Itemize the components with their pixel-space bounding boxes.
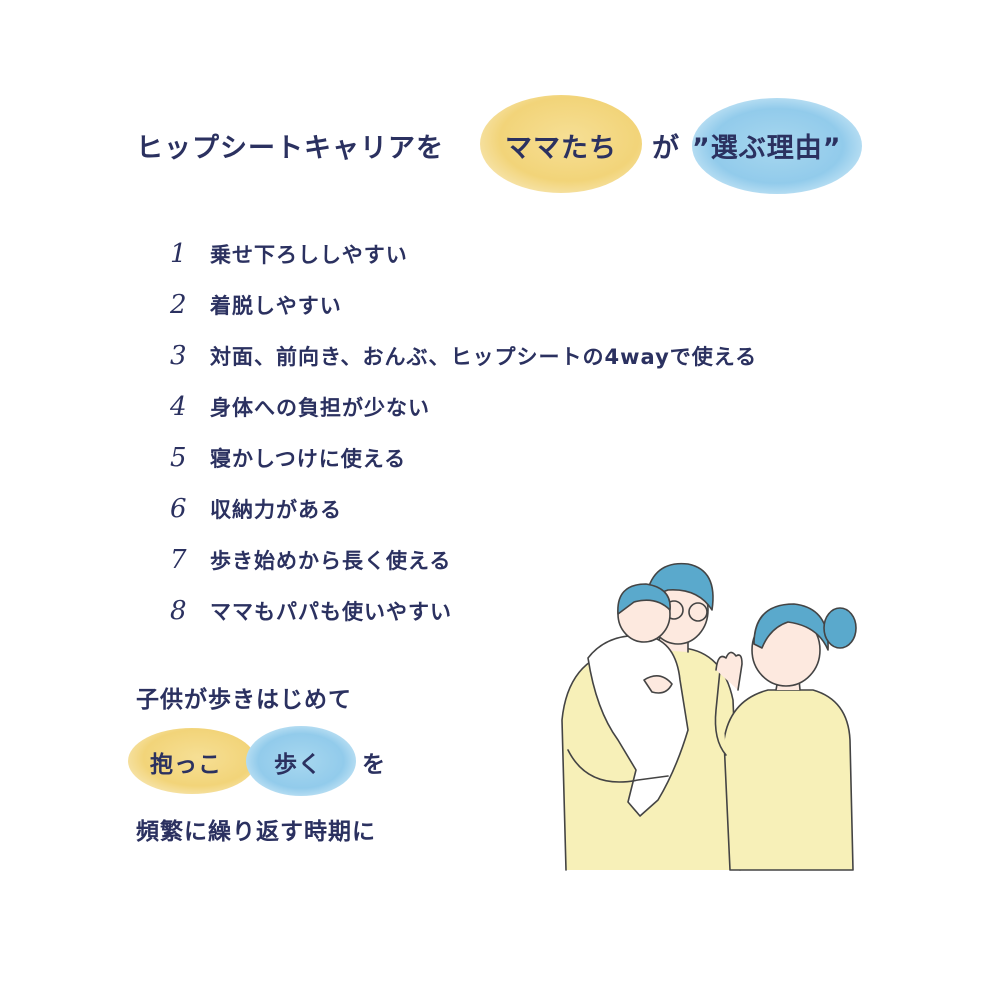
list-number: 6 xyxy=(170,493,187,524)
highlight-blob-yellow xyxy=(480,95,642,193)
list-item: 7 歩き始めから長く使える xyxy=(170,534,757,585)
lead-line-3: 頻繁に繰り返す時期に xyxy=(136,819,376,845)
list-item: 8 ママもパパも使いやすい xyxy=(170,585,757,636)
title-particle: が xyxy=(652,133,680,164)
lead-line-1: 子供が歩きはじめて xyxy=(136,687,352,713)
list-text: 寝かしつけに使える xyxy=(210,446,407,471)
list-item: 2 着脱しやすい xyxy=(170,279,757,330)
list-number: 3 xyxy=(170,340,187,371)
list-text: 歩き始めから長く使える xyxy=(210,548,452,573)
list-number: 1 xyxy=(170,238,187,269)
title-highlight-reason: ”選ぶ理由” xyxy=(692,133,842,164)
lead-particle: を xyxy=(362,752,386,778)
list-number: 2 xyxy=(170,289,187,320)
reason-list: 1 乗せ下ろししやすい 2 着脱しやすい 3 対面、前向き、おんぶ、ヒップシートの4w… xyxy=(170,228,757,636)
list-text: ママもパパも使いやすい xyxy=(210,599,452,624)
family-illustration xyxy=(561,562,857,871)
list-item: 5 寝かしつけに使える xyxy=(170,432,757,483)
list-text: 収納力がある xyxy=(210,497,342,522)
list-text: 身体への負担が少ない xyxy=(210,395,430,420)
title-highlight-mama: ママたち xyxy=(505,133,617,164)
list-item: 6 収納力がある xyxy=(170,483,757,534)
list-text: 乗せ下ろししやすい xyxy=(210,242,408,267)
list-item: 4 身体への負担が少ない xyxy=(170,381,757,432)
list-number: 4 xyxy=(170,391,187,422)
lead-highlight-dakko: 抱っこ xyxy=(150,752,222,778)
list-number: 5 xyxy=(170,442,187,473)
highlight-blob-blue-2 xyxy=(246,726,356,796)
list-number: 7 xyxy=(170,544,187,575)
highlight-blob-yellow-2 xyxy=(128,728,256,794)
lead-highlight-aruku: 歩く xyxy=(274,752,322,778)
title-prefix: ヒップシートキャリアを xyxy=(136,133,444,164)
highlight-blob-blue xyxy=(692,98,862,194)
list-text: 対面、前向き、おんぶ、ヒップシートの4wayで使える xyxy=(210,344,758,369)
list-text: 着脱しやすい xyxy=(210,293,342,318)
list-number: 8 xyxy=(170,595,187,626)
list-item: 3 対面、前向き、おんぶ、ヒップシートの4wayで使える xyxy=(170,330,757,381)
list-item: 1 乗せ下ろししやすい xyxy=(170,228,757,279)
